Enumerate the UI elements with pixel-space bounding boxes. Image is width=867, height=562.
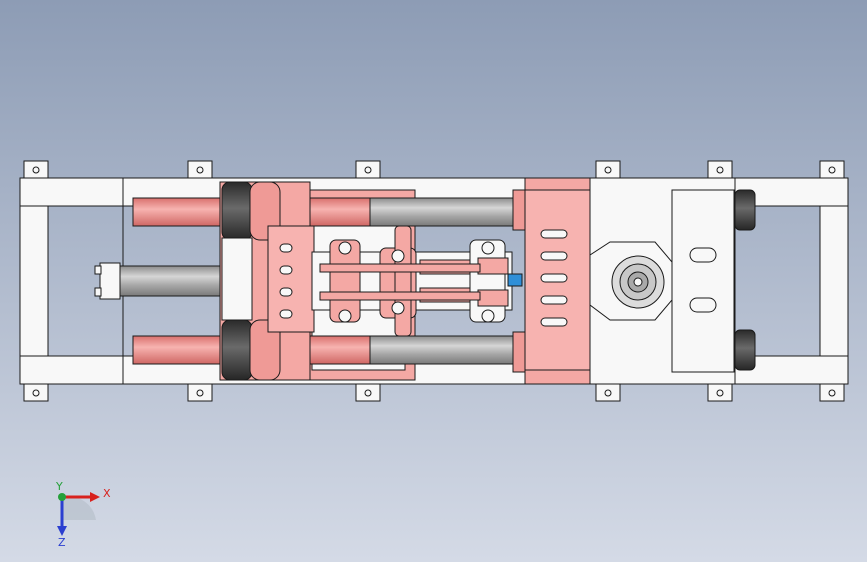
nozzle-gear [611,255,665,309]
toggle-linkage [311,225,523,337]
z-axis-label: Z [58,536,66,549]
bolt-hole [604,166,612,174]
bolt-hole [32,166,40,174]
x-axis-label: X [103,487,111,500]
bolt-hole [716,166,724,174]
bolt-hole [364,166,372,174]
axis-triad: X Y Z [55,480,111,549]
mounting-feet [23,160,845,402]
rear-platen [219,181,315,381]
y-axis-up-icon [58,493,66,501]
moving-platen [512,189,591,373]
side-cylinder [94,262,221,300]
machine-assembly[interactable] [19,160,849,402]
bolt-hole [364,389,372,397]
bolt-hole [828,389,836,397]
y-axis-label: Y [55,480,63,493]
bolt-hole [716,389,724,397]
bolt-hole [32,389,40,397]
bolt-hole [604,389,612,397]
bolt-hole [828,166,836,174]
bolt-hole [196,389,204,397]
bolt-hole [196,166,204,174]
